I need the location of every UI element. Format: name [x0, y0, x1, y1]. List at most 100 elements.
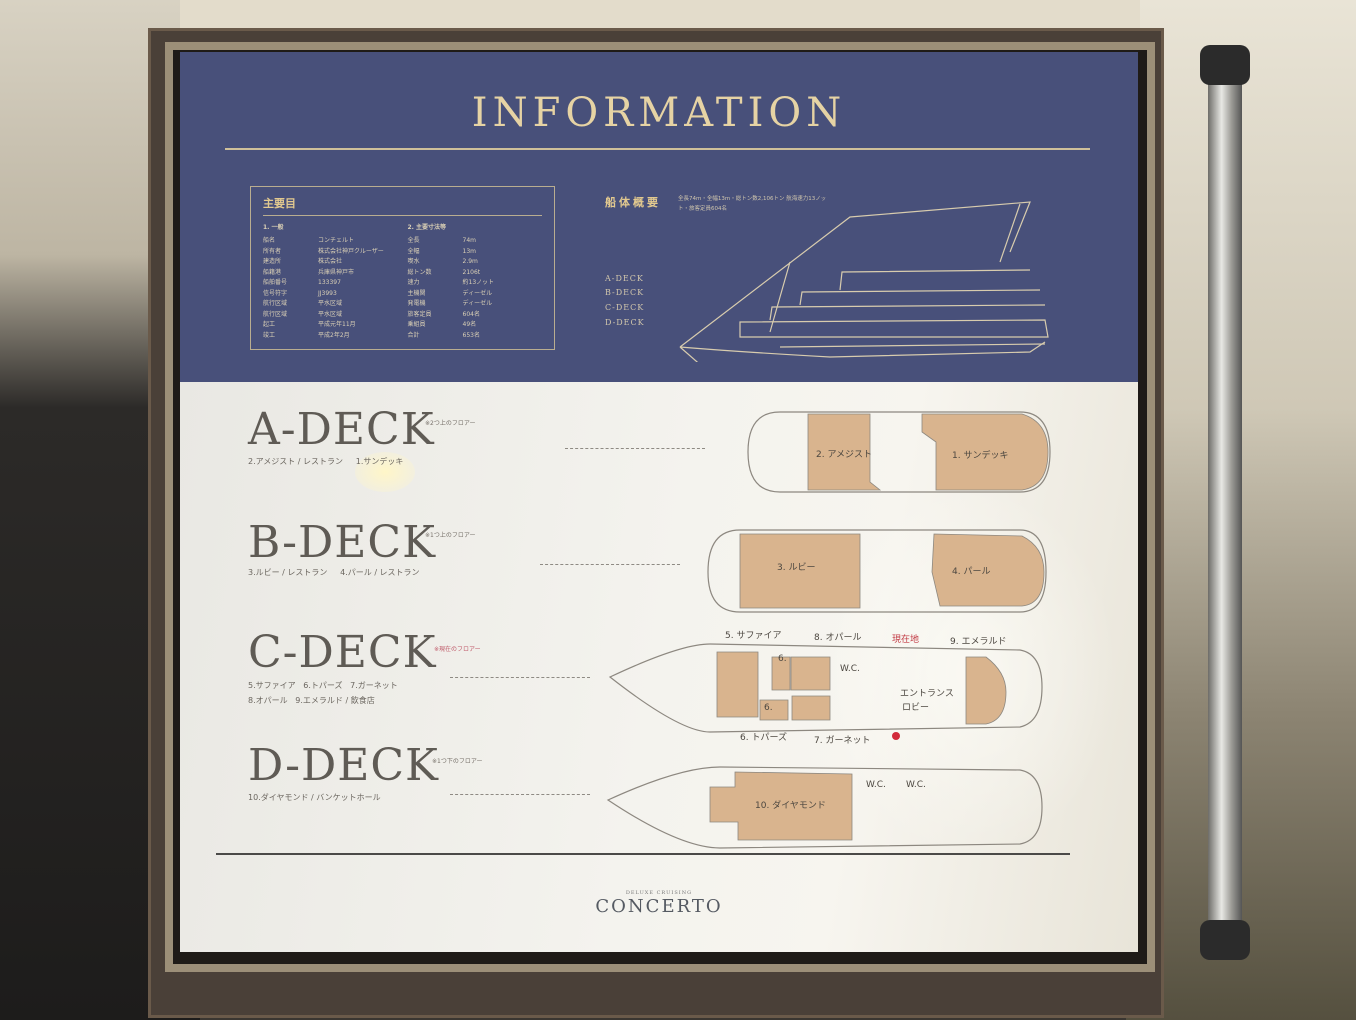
spec-key: 発電機 — [407, 300, 426, 307]
room-label: 8. オパール — [814, 633, 862, 643]
spec-value: JJ3993 — [318, 289, 337, 297]
light-glare — [355, 452, 415, 492]
spec-row: 全長 74m — [408, 236, 543, 247]
deck-rooms-b: 3.ルビー / レストラン 4.パール / レストラン — [248, 567, 420, 578]
room-label: W.C. — [866, 780, 886, 790]
spec-value: 平水区域 — [318, 310, 343, 318]
deck-title-b: B-DECK — [248, 517, 436, 568]
spec-key: 起工 — [263, 321, 276, 328]
spec-row: 所有者株式会社神戸クルーザー — [263, 247, 398, 258]
spec-row: 竣工 平成2年2月 — [263, 331, 398, 342]
spec-key: 乗組員 — [407, 321, 426, 328]
room-label: エントランス — [900, 689, 954, 699]
spec-row: 航行区域平水区域 — [263, 310, 398, 321]
deck-outline-c — [608, 643, 1043, 733]
spec-value: コンチェルト — [318, 237, 355, 244]
spec-value: 2.9m — [462, 258, 478, 265]
leader-line — [450, 677, 590, 678]
spec-value: 133397 — [318, 279, 341, 286]
room-garnet — [791, 695, 831, 721]
deck-outline-b — [707, 529, 1047, 613]
room-label: 9. エメラルド — [950, 637, 1007, 647]
room-label: W.C. — [906, 780, 926, 790]
spec-value: 653名 — [462, 331, 480, 339]
spec-row: 建造所株式会社 — [263, 257, 398, 268]
spec-key: 喫水 — [407, 258, 420, 265]
spec-row: 主機関 ディーゼル — [408, 289, 543, 300]
hull-summary: 全長74m・全幅13m・総トン数2,106トン 航海速力13ノット・旅客定員60… — [678, 196, 827, 212]
room-opal — [790, 656, 831, 691]
room-pearl — [931, 533, 1045, 607]
deck-title-d: D-DECK — [248, 740, 439, 791]
spec-value: ディーゼル — [462, 289, 493, 297]
spec-key: 総トン数 — [407, 268, 432, 276]
ship-side-illustration — [679, 201, 1049, 362]
ship-deck-label: C-DECK — [605, 303, 645, 312]
current-location-marker — [892, 732, 900, 740]
room-text: 8.オパール — [248, 696, 288, 705]
spec-heading: 主要目 — [263, 195, 542, 216]
spec-value: 兵庫県神戸市 — [318, 268, 355, 276]
room-label: ロビー — [902, 703, 930, 713]
spec-key: 全長 — [407, 237, 420, 244]
specifications-table: 主要目 1. 一般船名コンチェルト所有者株式会社神戸クルーザー建造所株式会社船籍… — [250, 186, 555, 350]
room-emerald — [965, 656, 1007, 725]
handrail-cap — [1200, 920, 1250, 960]
room-topaz — [759, 699, 789, 721]
room-text: 4.パール / レストラン — [340, 568, 420, 577]
spec-key: 信号符字 — [263, 289, 288, 297]
deck-note: ※2つ上のフロアー — [425, 420, 476, 427]
spec-value: 平成2年2月 — [318, 331, 350, 339]
spec-row: 乗組員 49名 — [408, 320, 543, 331]
leader-line — [540, 564, 680, 565]
spec-key: 船舶番号 — [263, 279, 288, 286]
room-ruby — [739, 533, 861, 609]
leader-line — [565, 448, 705, 449]
ship-deck-label: A-DECK — [605, 274, 644, 283]
room-label: 6. — [778, 654, 787, 664]
divider — [225, 148, 1090, 150]
room-text: 9.エメラルド / 飲食店 — [295, 696, 375, 705]
room-text: 7.ガーネット — [350, 681, 398, 690]
sign-title: INFORMATION — [471, 90, 847, 136]
room-label: W.C. — [840, 664, 860, 674]
spec-value: 株式会社神戸クルーザー — [318, 247, 384, 255]
room-text: 6.トパーズ — [303, 681, 343, 690]
spec-value: 49名 — [462, 321, 477, 328]
spec-row: 喫水 2.9m — [408, 257, 543, 268]
general-heading: 1. 一般 — [263, 224, 284, 231]
spec-key: 建造所 — [263, 258, 282, 265]
spec-value: 74m — [462, 237, 476, 244]
room-diamond — [709, 771, 853, 841]
spec-row: 信号符字 JJ3993 — [263, 289, 398, 300]
deck-note: ※現在のフロアー — [434, 646, 481, 653]
spec-row: 船籍港 兵庫県神戸市 — [263, 268, 398, 279]
spec-value: 約13ノット — [462, 279, 495, 286]
spec-value: 2106t — [462, 268, 481, 276]
spec-key: 主機関 — [407, 289, 426, 297]
leader-line — [450, 794, 590, 795]
room-label: 10. ダイヤモンド — [755, 801, 826, 811]
handrail — [1208, 50, 1242, 950]
hull-heading: 船体概要 — [605, 196, 661, 209]
brand-tagline: DELUXE CRUISING — [625, 890, 693, 896]
spec-row: 船名コンチェルト — [263, 236, 398, 247]
spec-key: 竣工 — [263, 331, 276, 339]
room-text: 2.アメジスト / レストラン — [248, 457, 344, 466]
spec-value: 平成元年11月 — [318, 321, 356, 328]
information-sign: INFORMATION 主要目 1. 一般船名コンチェルト所有者株式会社神戸クル… — [180, 52, 1138, 952]
room-topaz-small — [771, 656, 791, 691]
room-amethyst — [807, 413, 882, 491]
spec-key: 全幅 — [407, 247, 420, 255]
deck-note: ※1つ下のフロアー — [432, 758, 483, 765]
room-label: 6. トパーズ — [740, 733, 787, 743]
spec-key: 船籍港 — [263, 268, 282, 276]
room-label: 2. アメジスト — [816, 450, 872, 460]
spec-row: 航行区域平水区域 — [263, 299, 398, 310]
spec-key: 旅客定員 — [407, 310, 432, 318]
room-text: 5.サファイア — [248, 681, 296, 690]
spec-value: ディーゼル — [462, 300, 493, 307]
room-sundeck — [921, 413, 1049, 491]
